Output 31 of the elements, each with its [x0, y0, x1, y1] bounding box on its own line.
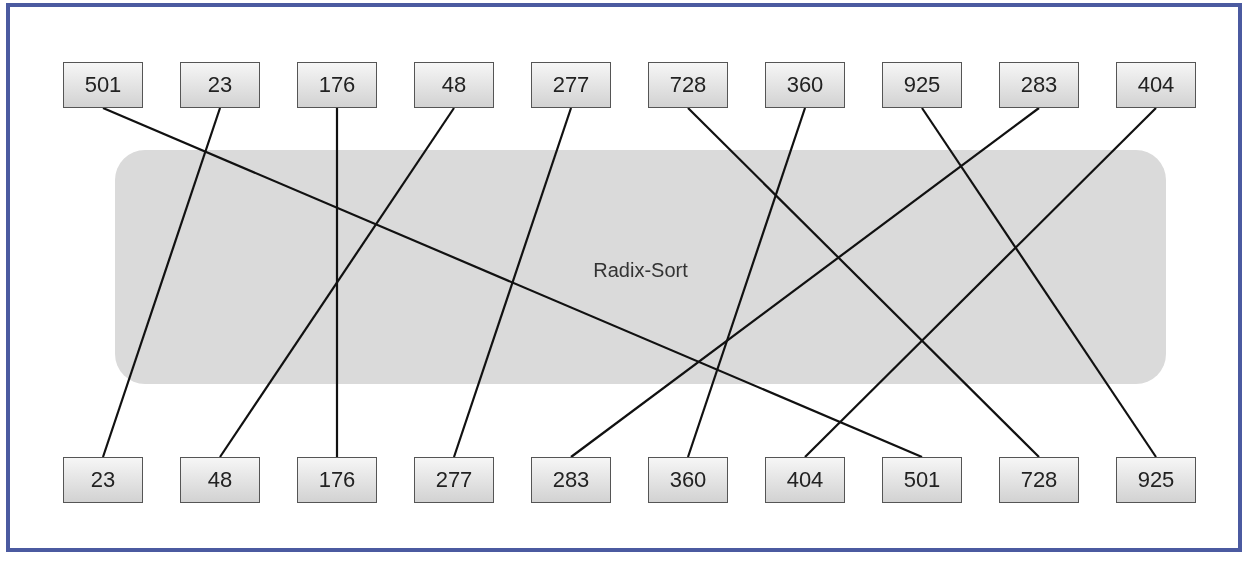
value-box: 728 [648, 62, 728, 108]
value-box: 925 [1116, 457, 1196, 503]
value-box: 176 [297, 62, 377, 108]
value-box: 404 [765, 457, 845, 503]
connector-line [102, 107, 923, 458]
connector-line [570, 107, 1040, 458]
value-box: 23 [180, 62, 260, 108]
value-box: 360 [648, 457, 728, 503]
connector-line [452, 107, 573, 458]
connector-line [804, 107, 1157, 458]
connector-line [921, 107, 1157, 458]
value-box: 501 [882, 457, 962, 503]
connector-line [686, 107, 807, 458]
value-box: 501 [63, 62, 143, 108]
connector-line [687, 107, 1040, 458]
value-box: 277 [414, 457, 494, 503]
value-box: 283 [531, 457, 611, 503]
value-box: 925 [882, 62, 962, 108]
value-box: 48 [414, 62, 494, 108]
value-box: 277 [531, 62, 611, 108]
process-label: Radix-Sort [593, 258, 688, 282]
value-box: 360 [765, 62, 845, 108]
connector-line [101, 107, 222, 458]
value-box: 176 [297, 457, 377, 503]
value-box: 48 [180, 457, 260, 503]
value-box: 23 [63, 457, 143, 503]
value-box: 283 [999, 62, 1079, 108]
connector-line [219, 107, 455, 458]
connector-line [335, 108, 339, 457]
value-box: 404 [1116, 62, 1196, 108]
value-box: 728 [999, 457, 1079, 503]
